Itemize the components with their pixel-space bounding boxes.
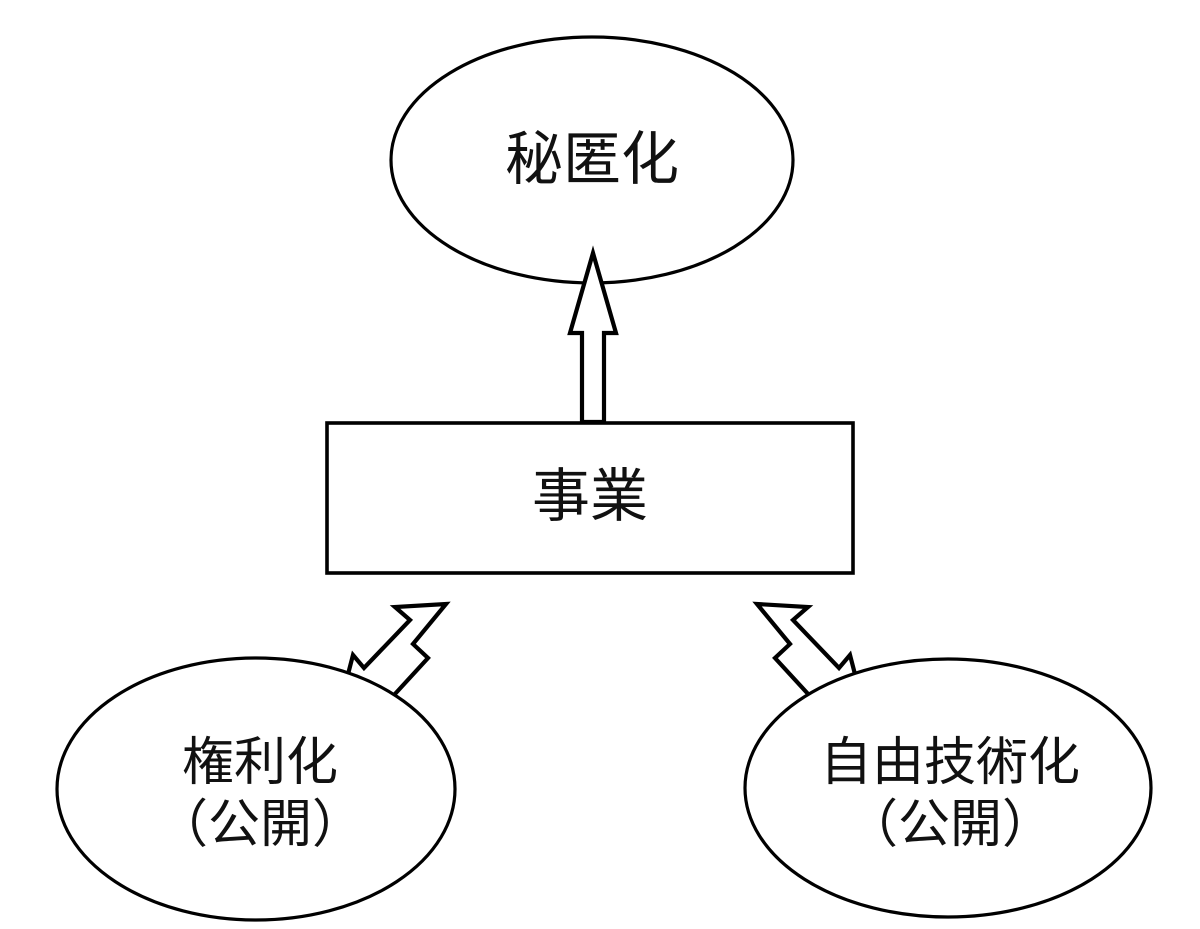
ellipse-kenrika-shape [55,656,457,922]
rect-jigyou-label: 事業 [532,462,648,530]
node-jiyuugijutsuka[interactable]: 自由技術化 （公開） [743,657,1153,919]
ellipse-jiyuugijutsuka-label-line1: 自由技術化 [820,733,1080,793]
ellipse-kenrika-label-line2: （公開） [156,795,364,855]
ellipse-jiyuugijutsuka-shape [743,657,1153,919]
ellipse-kenrika-label-line1: 権利化 [182,733,338,793]
node-hitokuka[interactable]: 秘匿化 [389,35,795,285]
ellipse-jiyuugijutsuka-label-line2: （公開） [846,795,1054,855]
ellipse-hitokuka-label: 秘匿化 [505,125,679,193]
node-kenrika[interactable]: 権利化 （公開） [55,656,457,922]
rect-jigyou-shape [325,421,855,575]
node-jigyou[interactable]: 事業 [325,421,855,575]
